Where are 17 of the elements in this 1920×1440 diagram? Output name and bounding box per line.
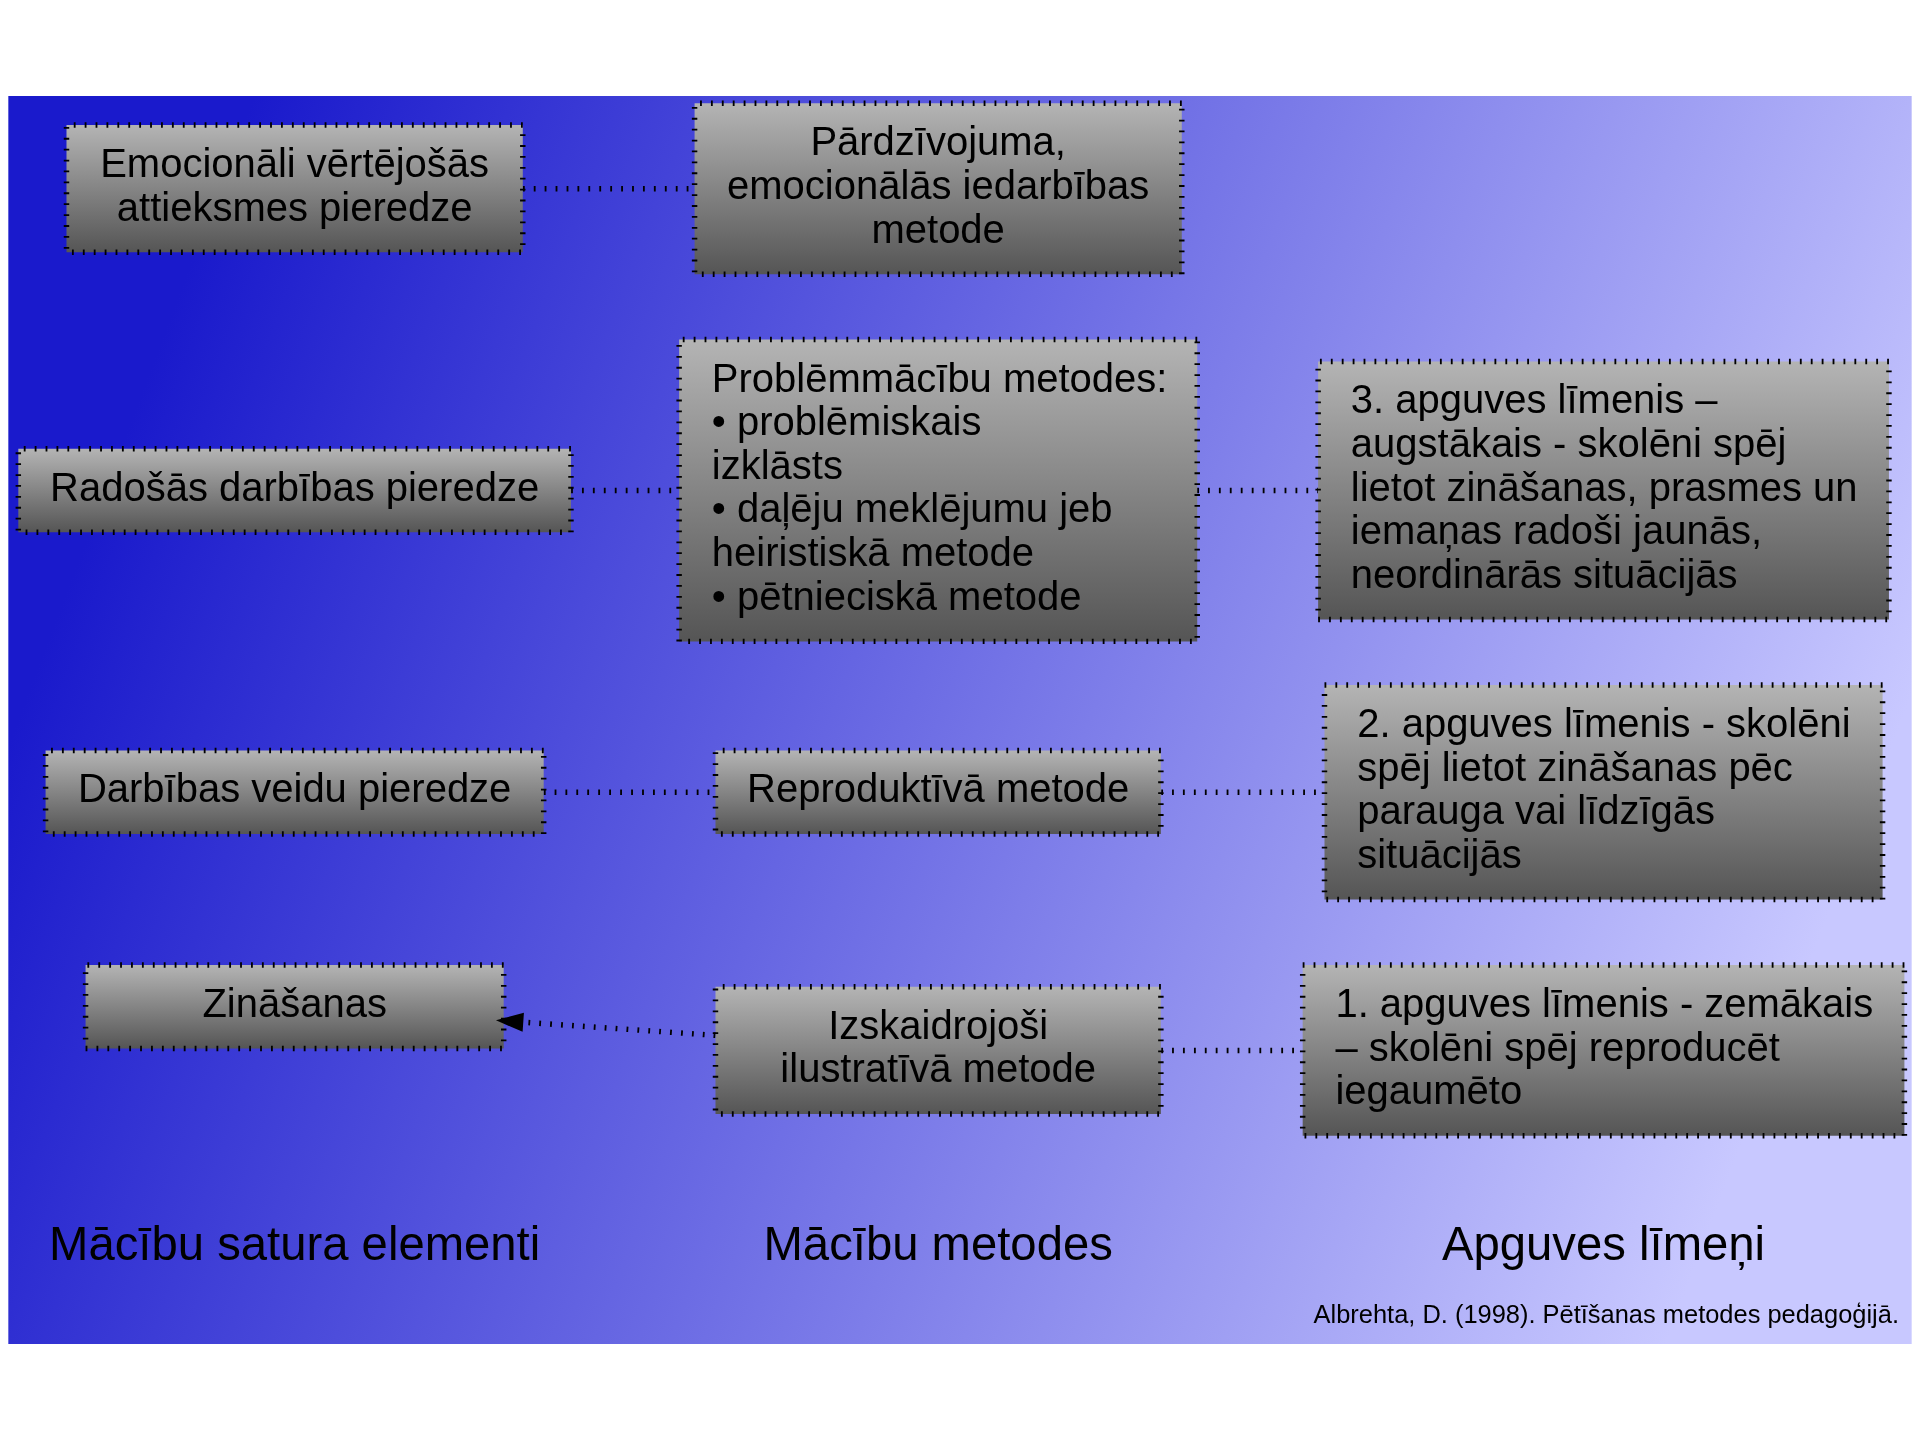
label: Mācību metodes — [763, 1217, 1113, 1271]
label: Mācību satura elementi — [49, 1217, 541, 1271]
connector — [1197, 487, 1318, 494]
node-box: Pārdzīvojuma, emocionālās iedarbības metode — [691, 100, 1185, 277]
node-box: 1. apguves līmenis - zemākais – skolēni spēj reproducēt iegaumēto — [1299, 962, 1908, 1139]
node-box: 3. apguves līmenis – augstākais - skolēni spēj lietot zināšanas, prasmes un iemaņas radoši jaunās, neordinārās situācijās — [1315, 358, 1892, 623]
arrow — [495, 1012, 716, 1039]
node-box: 2. apguves līmenis - skolēni spēj lietot zināšanas pēc parauga vai līdzīgās situācijās — [1321, 682, 1886, 903]
node-box: Problēmmācību metodes: • problēmiskais izklāsts • daļēju meklējumu jeb heiristiskā metode • pētnieciskā metode — [676, 336, 1200, 645]
node-box: Radošās darbības pieredze — [15, 445, 574, 536]
node-box: Zināšanas — [82, 962, 507, 1052]
node-box: Reproduktīvā metode — [712, 747, 1164, 837]
node-box: Emocionāli vērtējošās attieksmes pieredze — [63, 122, 526, 256]
caption: Albrehta, D. (1998). Pētīšanas metodes pedagoģijā. — [1313, 1299, 1899, 1328]
node-box: Izskaidrojoši ilustratīvā metode — [712, 984, 1164, 1117]
node-box: Darbības veidu pieredze — [42, 747, 547, 837]
label: Apguves līmeņi — [1442, 1217, 1766, 1271]
